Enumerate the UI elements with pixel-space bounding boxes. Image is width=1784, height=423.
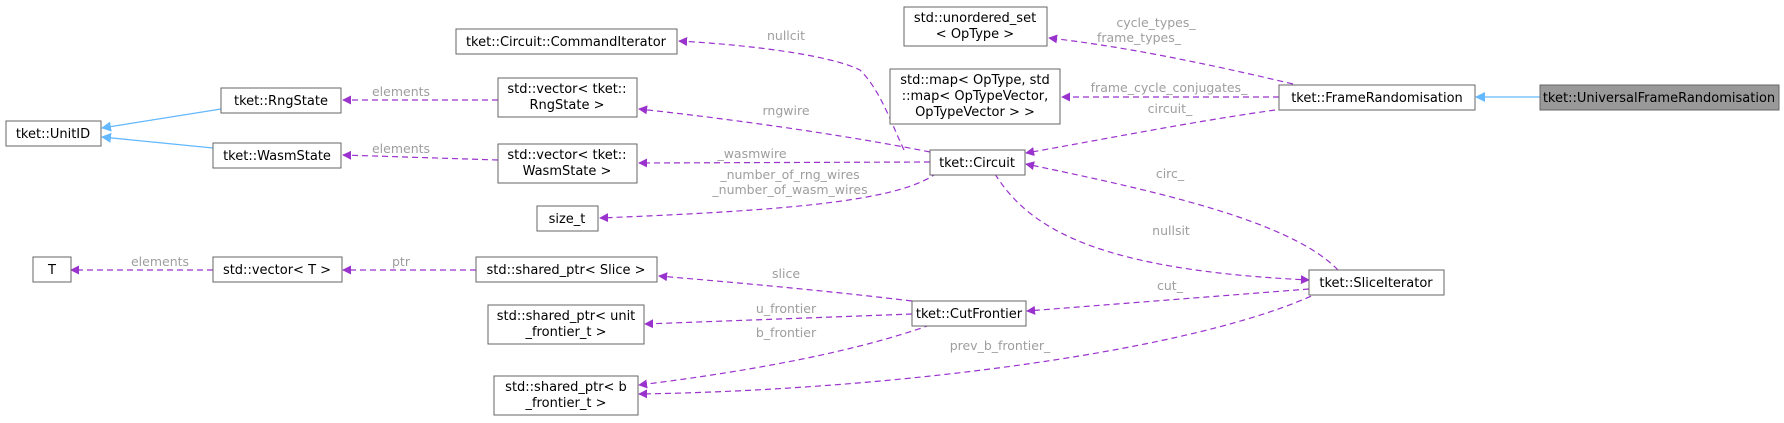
edge-label-rngwire: rngwire xyxy=(762,103,809,118)
inheritance-edge-rngstate-to-unitid xyxy=(101,108,222,132)
svg-text:WasmState >: WasmState > xyxy=(523,164,612,179)
edge-number-of-wires xyxy=(599,172,938,223)
edge-prev-b-frontier xyxy=(638,291,1321,399)
edge-label-elements-rng: elements xyxy=(372,84,430,99)
svg-text:::map< OpTypeVector,: ::map< OpTypeVector, xyxy=(902,89,1049,104)
edge-label-cycle-types: cycle_types_ xyxy=(1116,15,1196,30)
svg-text:_frontier_t >: _frontier_t > xyxy=(524,396,606,411)
edge-label-elements-t: elements xyxy=(131,254,189,269)
node-rng-state[interactable]: tket::RngState xyxy=(220,87,342,114)
svg-text:tket::WasmState: tket::WasmState xyxy=(223,149,331,164)
svg-text:size_t: size_t xyxy=(549,212,586,227)
edge-label-b-frontier: b_frontier xyxy=(756,325,817,340)
edge-circ xyxy=(1025,161,1339,271)
svg-text:tket::UnitID: tket::UnitID xyxy=(16,127,90,142)
svg-text:tket::CutFrontier: tket::CutFrontier xyxy=(916,307,1023,322)
node-std-map[interactable]: std::map< OpType, std ::map< OpTypeVecto… xyxy=(889,68,1061,125)
edge-nullcit xyxy=(678,36,905,151)
svg-text:std::map< OpType, std: std::map< OpType, std xyxy=(900,73,1050,88)
svg-text:std::vector< tket::: std::vector< tket:: xyxy=(507,82,626,97)
edge-cut xyxy=(1026,288,1310,315)
svg-text:tket::FrameRandomisation: tket::FrameRandomisation xyxy=(1291,91,1463,106)
edge-rngwire xyxy=(638,105,931,153)
svg-text:tket::Circuit::CommandIterator: tket::Circuit::CommandIterator xyxy=(466,35,667,50)
node-shared-ptr-unit-frontier[interactable]: std::shared_ptr< unit _frontier_t > xyxy=(487,304,645,345)
edge-circuit xyxy=(1025,109,1276,157)
node-vector-rng-state[interactable]: std::vector< tket:: RngState > xyxy=(497,77,638,118)
svg-text:std::unordered_set: std::unordered_set xyxy=(914,11,1036,26)
svg-text:std::vector< tket::: std::vector< tket:: xyxy=(507,148,626,163)
edge-label-frame-cycle-conjugates: frame_cycle_conjugates_ xyxy=(1091,80,1248,95)
edge-label-nullsit: nullsit xyxy=(1152,223,1190,238)
edge-label-wasmwire: _wasmwire xyxy=(716,146,786,161)
edge-label-number-of-rng-wires: _number_of_rng_wires xyxy=(719,167,859,182)
node-shared-ptr-b-frontier[interactable]: std::shared_ptr< b _frontier_t > xyxy=(493,375,639,416)
svg-text:tket::SliceIterator: tket::SliceIterator xyxy=(1319,276,1433,291)
edge-b-frontier xyxy=(638,324,931,389)
node-wasm-state[interactable]: tket::WasmState xyxy=(212,142,342,169)
node-vector-wasm-state[interactable]: std::vector< tket:: WasmState > xyxy=(497,143,638,184)
svg-text:std::shared_ptr< Slice >: std::shared_ptr< Slice > xyxy=(486,263,645,278)
node-shared-ptr-slice[interactable]: std::shared_ptr< Slice > xyxy=(475,256,658,283)
svg-text:std::shared_ptr< b: std::shared_ptr< b xyxy=(505,380,627,395)
edge-labels: cycle_types_ frame_types_ frame_cycle_co… xyxy=(131,15,1248,353)
svg-text:OpTypeVector > >: OpTypeVector > > xyxy=(915,105,1035,120)
node-universal-frame-randomisation[interactable]: tket::UniversalFrameRandomisation xyxy=(1539,84,1780,111)
edge-elements-wasm xyxy=(342,150,499,161)
edge-slice xyxy=(658,272,913,302)
node-circuit[interactable]: tket::Circuit xyxy=(929,149,1026,176)
edge-label-circuit: circuit_ xyxy=(1148,101,1193,116)
svg-text:tket::RngState: tket::RngState xyxy=(234,94,328,109)
node-cut-frontier[interactable]: tket::CutFrontier xyxy=(911,300,1027,327)
edge-label-frame-types: frame_types_ xyxy=(1097,30,1182,45)
edge-cycle-types xyxy=(1048,34,1294,85)
edge-label-cut: cut_ xyxy=(1157,278,1184,293)
edge-wasmwire xyxy=(638,158,931,168)
edge-u-frontier xyxy=(644,313,913,329)
inheritance-edge-wasmstate-to-unitid xyxy=(101,132,214,149)
node-slice-iterator[interactable]: tket::SliceIterator xyxy=(1308,269,1445,296)
svg-text:T: T xyxy=(47,263,56,278)
svg-text:std::shared_ptr< unit: std::shared_ptr< unit xyxy=(497,309,636,324)
svg-text:tket::UniversalFrameRandomisat: tket::UniversalFrameRandomisation xyxy=(1543,91,1775,106)
svg-text:_frontier_t >: _frontier_t > xyxy=(524,325,606,340)
edge-label-elements-wasm: elements xyxy=(372,141,430,156)
node-unordered-set[interactable]: std::unordered_set < OpType > xyxy=(903,6,1048,47)
svg-text:tket::Circuit: tket::Circuit xyxy=(939,156,1015,171)
edge-label-prev-b-frontier: prev_b_frontier_ xyxy=(950,338,1051,353)
node-t[interactable]: T xyxy=(32,256,72,283)
edge-label-nullcit: nullcit xyxy=(767,28,805,43)
node-vector-t[interactable]: std::vector< T > xyxy=(212,256,343,283)
svg-text:RngState >: RngState > xyxy=(530,98,605,113)
edge-label-ptr: ptr xyxy=(392,254,411,269)
edge-label-slice: slice xyxy=(772,266,800,281)
node-frame-randomisation[interactable]: tket::FrameRandomisation xyxy=(1278,84,1476,111)
node-size-t[interactable]: size_t xyxy=(536,205,599,232)
edge-label-u-frontier: u_frontier xyxy=(756,301,817,316)
node-command-iterator[interactable]: tket::Circuit::CommandIterator xyxy=(455,28,678,55)
edge-label-number-of-wasm-wires: _number_of_wasm_wires xyxy=(711,182,867,197)
node-unit-id[interactable]: tket::UnitID xyxy=(5,120,102,147)
edge-label-circ: circ_ xyxy=(1156,166,1185,181)
svg-text:std::vector< T >: std::vector< T > xyxy=(223,263,331,278)
svg-text:< OpType >: < OpType > xyxy=(936,27,1014,42)
